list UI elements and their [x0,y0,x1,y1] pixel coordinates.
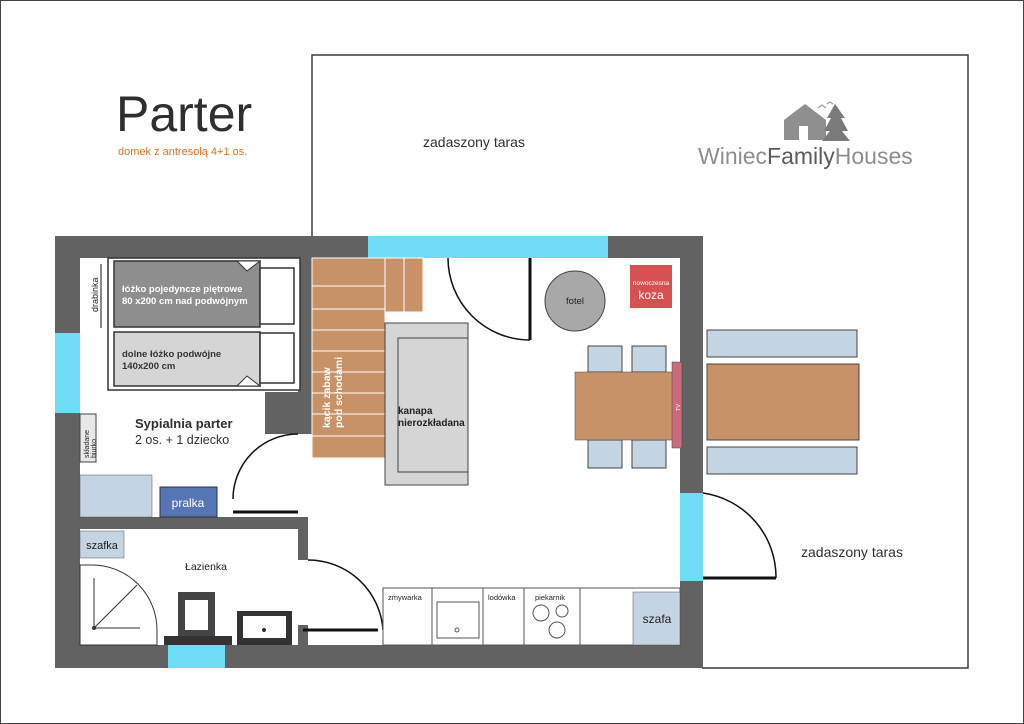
folding-desk-label-1: składane [84,430,91,458]
bedroom-name: Sypialnia parter [135,416,233,431]
cooktop [532,604,569,639]
stove-label-2: koza [638,288,664,302]
armchair [544,270,606,332]
ladder-label: drabinka [90,277,100,312]
tv-label: TV [676,404,682,411]
house-with-trees-logo [784,101,850,141]
page-subtitle: domek z antresolą 4+1 os. [118,146,247,158]
washing-machine [159,486,218,518]
doors [232,257,777,632]
stairs-label-2: pod schodami [333,357,345,428]
bunk-bottom-size: 140x200 cm [122,361,175,372]
bathroom-name: Łazienka [185,561,227,573]
terrace-outline [311,54,969,669]
dining-table [574,371,676,441]
folding-desk [79,413,97,463]
terrace-right-label: zadaszony taras [801,544,903,560]
kitchen-sink [436,601,480,639]
stove [630,265,672,308]
bedroom-capacity: 2 os. + 1 dziecko [135,433,229,447]
washing-machine-label: pralka [172,496,205,510]
sofa [384,322,469,486]
oven-label: piekarnik [535,593,565,602]
kitchen-counter [382,587,681,646]
wardrobe [632,591,681,646]
stairs-label-1: kącik zabaw [321,366,333,428]
dining-chairs [587,345,667,469]
bunk-top-label: łóżko pojedyncze piętrowe [122,284,242,295]
sofa-label-1: kanapa [398,406,433,417]
cabinet-label: szafka [86,540,119,552]
bathroom-sink [237,611,292,645]
sofa-label-2: nierozkładana [398,418,465,429]
terrace-top-label: zadaszony taras [423,134,525,150]
windows [55,236,703,668]
interior-walls [80,258,312,645]
bathroom-cabinet-top [79,474,153,518]
stove-label-1: nowoczesna [633,280,670,287]
dishwasher-label: zmywarka [388,593,423,602]
fridge-label: lodówka [488,593,516,602]
shower [79,564,158,646]
wardrobe-label: szafa [643,612,672,626]
bunk-top-size: 80 x200 cm nad podwójnym [122,296,248,307]
cabinet [79,530,125,559]
folding-desk-label-2: biurko [91,439,98,458]
page-title: Parter [116,86,252,142]
bunk-bottom-label: dolne łóżko podwójne [122,349,221,360]
tv-stand [671,361,683,449]
toilet [164,592,232,645]
bunk-bed [107,257,301,391]
staircase [311,257,424,459]
brand-name: WiniecFamilyHouses [698,143,913,169]
terrace-furniture [706,329,860,475]
armchair-label: fotel [566,296,584,307]
